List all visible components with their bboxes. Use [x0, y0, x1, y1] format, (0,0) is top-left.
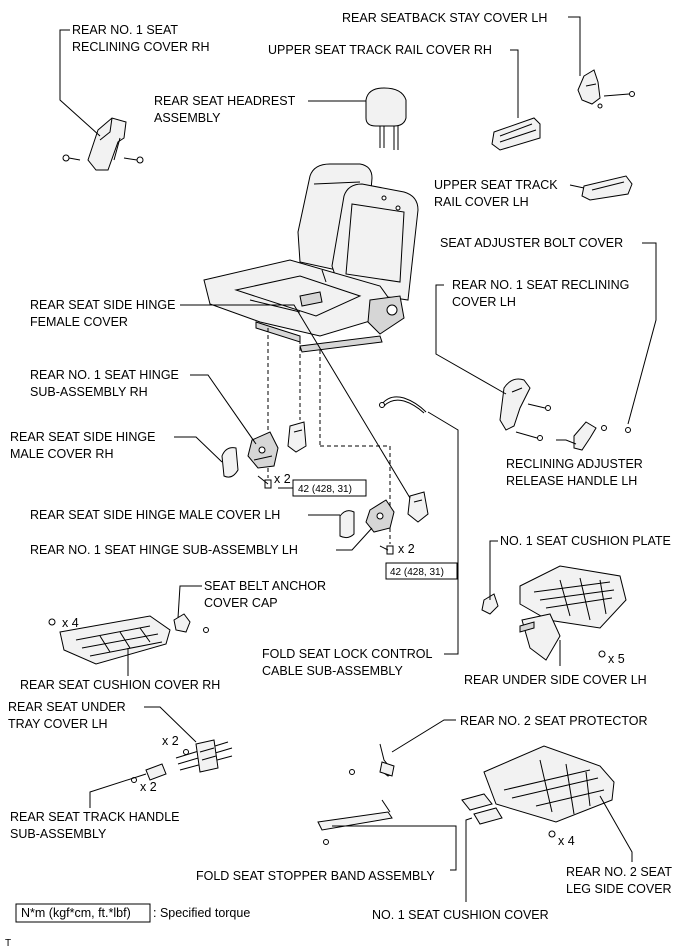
label-upper-rail-cover-rh: UPPER SEAT TRACK RAIL COVER RH [268, 43, 492, 57]
labels: REAR NO. 1 SEAT RECLINING COVER RH REAR … [8, 11, 672, 922]
label-reclining-handle-lh-1: RECLINING ADJUSTER [506, 457, 643, 471]
no1-cushion-cover-part [461, 793, 503, 825]
label-upper-rail-cover-lh-1: UPPER SEAT TRACK [434, 178, 558, 192]
no2-protector-part [349, 743, 395, 777]
qty-cushion-cover-rh: x 4 [62, 616, 79, 630]
qty-under-tray: x 2 [162, 734, 179, 748]
headrest-part [365, 87, 407, 150]
label-headrest-1: REAR SEAT HEADREST [154, 94, 296, 108]
seatback-stay-cover-part [577, 69, 635, 109]
label-track-handle-2: SUB-ASSEMBLY [10, 827, 107, 841]
stopper-band-part [317, 799, 393, 845]
label-side-hinge-female-2: FEMALE COVER [30, 315, 128, 329]
cushion-plate-part [481, 593, 499, 615]
hinge-male-cover-lh-part [339, 510, 355, 539]
label-cushion-plate: NO. 1 SEAT CUSHION PLATE [500, 534, 671, 548]
label-headrest-2: ASSEMBLY [154, 111, 221, 125]
upper-rail-cover-rh-part [491, 117, 541, 151]
hinge-rh-part [247, 421, 307, 489]
under-side-cover-lh-part [519, 565, 627, 661]
label-anchor-cap-2: COVER CAP [204, 596, 278, 610]
label-reclining-cover-lh-1: REAR NO. 1 SEAT RECLINING [452, 278, 629, 292]
torque-box-rh: 42 (428, 31) [292, 479, 367, 497]
hinge-lh-part [365, 491, 429, 555]
label-stopper-band: FOLD SEAT STOPPER BAND ASSEMBLY [196, 869, 435, 883]
label-no2-leg-cover-1: REAR NO. 2 SEAT [566, 865, 672, 879]
reclining-cover-rh-part [62, 117, 144, 171]
label-reclining-cover-lh-2: COVER LH [452, 295, 516, 309]
qty-under-side-cover: x 5 [608, 652, 625, 666]
hinge-male-cover-rh-part [221, 447, 239, 478]
rear-seat-assembly-part [203, 163, 419, 353]
qty-hinge-lh: x 2 [398, 542, 415, 556]
upper-rail-cover-lh-part [581, 175, 633, 201]
label-lock-cable-2: CABLE SUB-ASSEMBLY [262, 664, 403, 678]
qty-hinge-rh: x 2 [274, 472, 291, 486]
label-no1-cushion-cover: NO. 1 SEAT CUSHION COVER [372, 908, 549, 922]
corner-mark: T [5, 938, 11, 949]
label-no2-leg-cover-2: LEG SIDE COVER [566, 882, 672, 896]
label-hinge-sub-lh: REAR NO. 1 SEAT HINGE SUB-ASSEMBLY LH [30, 543, 298, 557]
torque-lh-value: 42 (428, 31) [390, 567, 444, 578]
no2-leg-cover-part [483, 745, 615, 838]
lock-cable-part [379, 396, 427, 414]
reclining-handle-lh-part [573, 421, 631, 451]
anchor-cap-part [173, 613, 209, 633]
label-cushion-cover-rh: REAR SEAT CUSHION COVER RH [20, 678, 220, 692]
torque-legend: N*m (kgf*cm, ft.*lbf) : Specified torque [15, 903, 250, 923]
under-tray-cover-part [175, 739, 233, 773]
label-anchor-cap-1: SEAT BELT ANCHOR [204, 579, 326, 593]
label-under-side-cover-lh: REAR UNDER SIDE COVER LH [464, 673, 647, 687]
cushion-cover-rh-part [48, 615, 171, 665]
label-under-tray-cover-1: REAR SEAT UNDER [8, 700, 126, 714]
label-upper-rail-cover-lh-2: RAIL COVER LH [434, 195, 529, 209]
torque-box-lh: 42 (428, 31) [385, 562, 458, 580]
label-side-hinge-female-1: REAR SEAT SIDE HINGE [30, 298, 175, 312]
label-under-tray-cover-2: TRAY COVER LH [8, 717, 108, 731]
label-track-handle-1: REAR SEAT TRACK HANDLE [10, 810, 180, 824]
label-no2-protector: REAR NO. 2 SEAT PROTECTOR [460, 714, 648, 728]
label-reclining-handle-lh-2: RELEASE HANDLE LH [506, 474, 637, 488]
reclining-cover-lh-part [499, 378, 551, 441]
label-hinge-male-rh-2: MALE COVER RH [10, 447, 114, 461]
label-reclining-cover-rh-1: REAR NO. 1 SEAT [72, 23, 178, 37]
qty-track-handle: x 2 [140, 780, 157, 794]
leader-lines [59, 16, 657, 902]
legend-text: : Specified torque [153, 906, 250, 920]
label-hinge-sub-rh-1: REAR NO. 1 SEAT HINGE [30, 368, 179, 382]
label-reclining-cover-rh-2: RECLINING COVER RH [72, 40, 210, 54]
qty-leg-cover: x 4 [558, 834, 575, 848]
legend-unit: N*m (kgf*cm, ft.*lbf) [21, 906, 131, 920]
label-hinge-sub-rh-2: SUB-ASSEMBLY RH [30, 385, 148, 399]
label-adjuster-bolt-cover: SEAT ADJUSTER BOLT COVER [440, 236, 623, 250]
quantities: x 2 x 2 x 4 x 5 x 2 x 2 x 4 [62, 472, 625, 848]
label-lock-cable-1: FOLD SEAT LOCK CONTROL [262, 647, 432, 661]
label-hinge-male-lh: REAR SEAT SIDE HINGE MALE COVER LH [30, 508, 280, 522]
label-hinge-male-rh-1: REAR SEAT SIDE HINGE [10, 430, 155, 444]
label-seatback-stay-cover-lh: REAR SEATBACK STAY COVER LH [342, 11, 547, 25]
torque-rh-value: 42 (428, 31) [298, 484, 352, 495]
